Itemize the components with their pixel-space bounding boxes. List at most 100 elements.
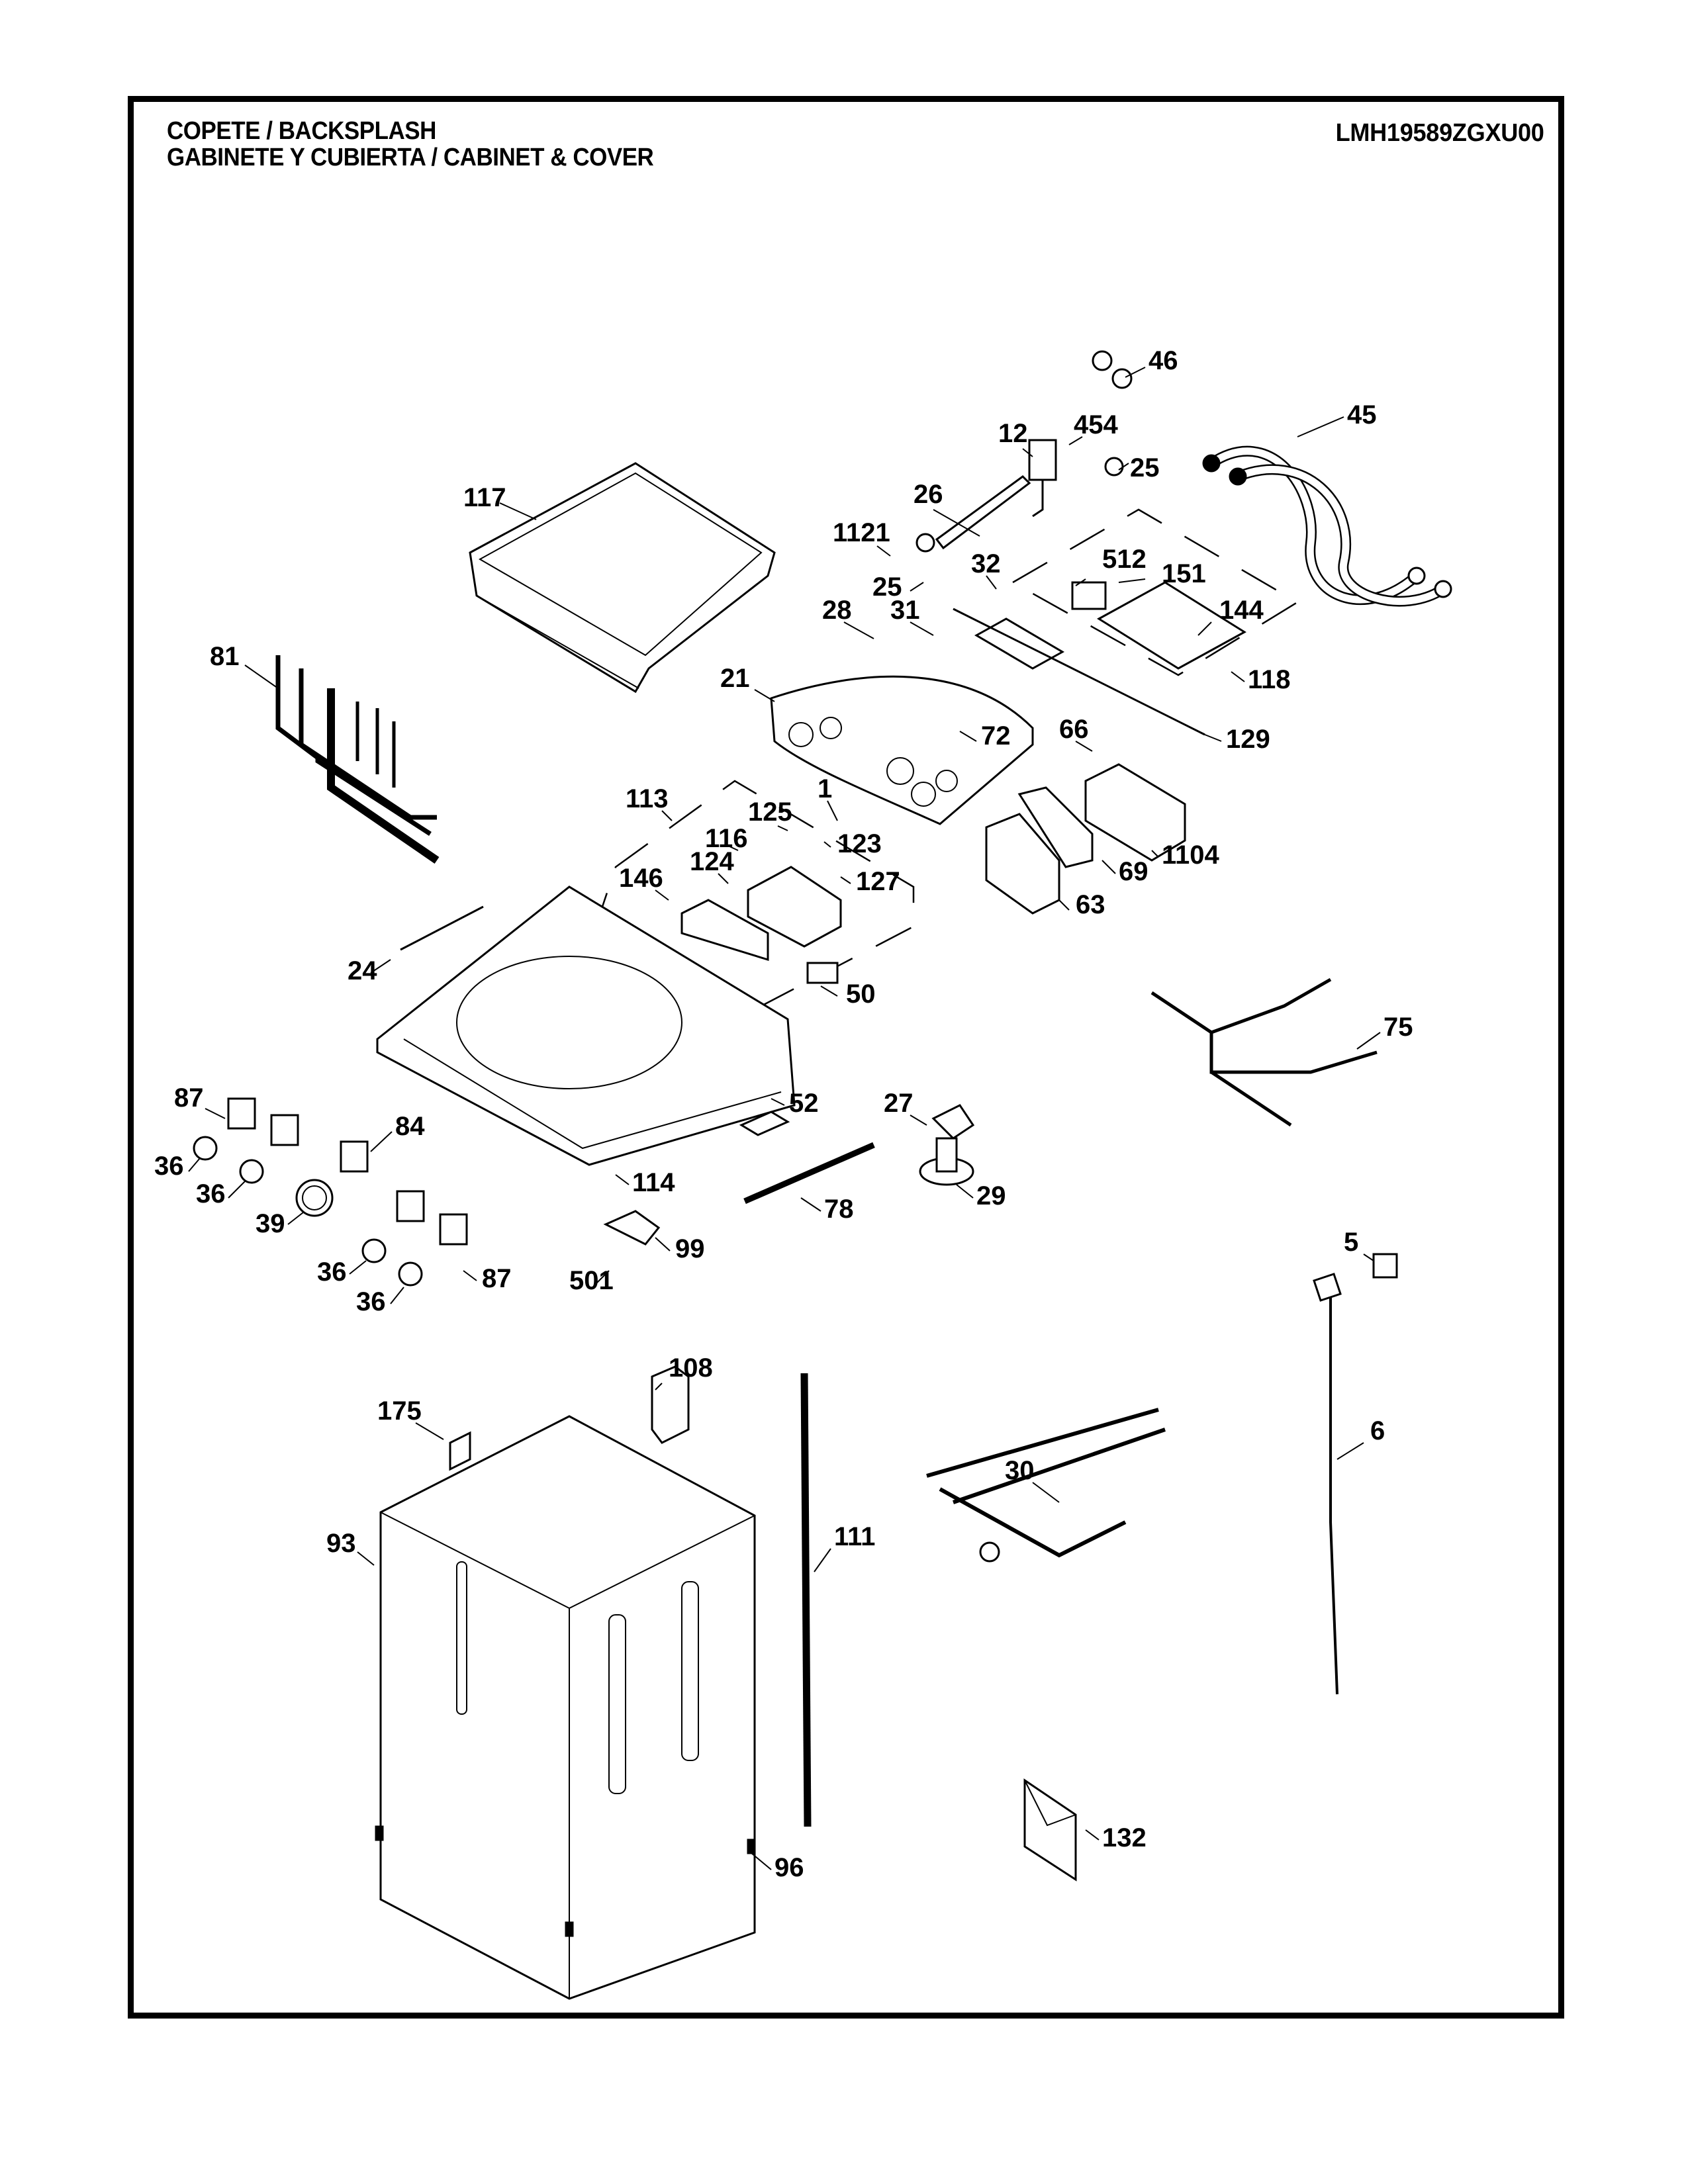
part-harness-30[interactable] xyxy=(926,1408,1166,1563)
callout-32[interactable]: 32 xyxy=(971,549,1001,590)
callout-132[interactable]: 132 xyxy=(1085,1823,1147,1852)
callout-52[interactable]: 52 xyxy=(771,1089,819,1118)
part-harness-75[interactable] xyxy=(1150,978,1378,1127)
callout-108[interactable]: 108 xyxy=(655,1353,713,1390)
callout-78[interactable]: 78 xyxy=(800,1195,854,1224)
part-clamps-46[interactable] xyxy=(1092,350,1133,389)
callout-151[interactable]: 151 xyxy=(1118,559,1206,588)
part-pressure-switch-27[interactable] xyxy=(931,1104,975,1140)
callout-leader-line xyxy=(1204,734,1222,742)
part-power-cord-6[interactable] xyxy=(1313,1273,1342,1695)
callout-50[interactable]: 50 xyxy=(820,979,876,1009)
part-rod-78[interactable] xyxy=(743,1142,875,1205)
callout-1[interactable]: 1 xyxy=(818,774,838,821)
part-backsplash-21[interactable] xyxy=(770,675,1034,825)
part-inlet-hoses-45[interactable] xyxy=(1202,445,1452,607)
callout-125[interactable]: 125 xyxy=(748,797,792,831)
callout-1104[interactable]: 1104 xyxy=(1151,841,1220,870)
callout-36[interactable]: 36 xyxy=(356,1287,404,1316)
callout-66[interactable]: 66 xyxy=(1059,715,1093,752)
part-drain-pump-108[interactable] xyxy=(651,1365,690,1444)
callout-144[interactable]: 144 xyxy=(1197,596,1264,636)
callout-36[interactable]: 36 xyxy=(154,1152,201,1181)
callout-75[interactable]: 75 xyxy=(1356,1013,1413,1050)
callout-21[interactable]: 21 xyxy=(720,664,775,702)
part-lock-99[interactable] xyxy=(603,1210,661,1246)
callout-69[interactable]: 69 xyxy=(1102,857,1149,886)
part-wire-harness-81[interactable] xyxy=(275,655,440,864)
callout-25[interactable]: 25 xyxy=(1118,453,1160,482)
callout-leader-line xyxy=(499,502,537,520)
part-water-valve-12[interactable] xyxy=(1028,439,1057,518)
callout-175[interactable]: 175 xyxy=(377,1396,444,1440)
callout-26[interactable]: 26 xyxy=(914,480,980,537)
part-hose-26[interactable] xyxy=(935,475,1031,550)
callout-45[interactable]: 45 xyxy=(1297,400,1377,437)
callout-116[interactable]: 116 xyxy=(705,824,748,853)
part-knobs-36[interactable] xyxy=(193,1136,423,1287)
callout-5[interactable]: 5 xyxy=(1344,1228,1374,1261)
part-plug-5[interactable] xyxy=(1372,1253,1398,1279)
callout-63[interactable]: 63 xyxy=(1058,890,1105,919)
part-hose-111[interactable] xyxy=(800,1373,812,1827)
part-knob-39[interactable] xyxy=(295,1179,334,1217)
callout-84[interactable]: 84 xyxy=(370,1112,425,1152)
part-bracket-52[interactable] xyxy=(739,1111,790,1136)
callout-96[interactable]: 96 xyxy=(751,1852,804,1882)
part-lid-117[interactable] xyxy=(469,462,776,694)
callout-31[interactable]: 31 xyxy=(890,596,934,636)
callout-118[interactable]: 118 xyxy=(1231,665,1291,694)
callout-leader-line xyxy=(390,1287,404,1304)
callout-124[interactable]: 124 xyxy=(690,847,734,884)
callout-12[interactable]: 12 xyxy=(998,419,1033,457)
callout-512[interactable]: 512 xyxy=(1075,545,1147,586)
callout-87[interactable]: 87 xyxy=(174,1083,226,1119)
model-number: LMH19589ZGXU00 xyxy=(1335,119,1544,147)
part-top-cover-114[interactable] xyxy=(376,886,796,1166)
callout-28[interactable]: 28 xyxy=(822,596,874,639)
part-control-assembly-118[interactable] xyxy=(1011,508,1299,676)
part-rod-129[interactable] xyxy=(953,608,1205,736)
callout-27[interactable]: 27 xyxy=(884,1089,927,1126)
callout-87[interactable]: 87 xyxy=(463,1264,512,1293)
callout-454[interactable]: 454 xyxy=(1068,410,1118,445)
callout-129[interactable]: 129 xyxy=(1204,725,1270,754)
callout-number: 117 xyxy=(463,483,506,512)
callout-501[interactable]: 501 xyxy=(569,1266,614,1295)
callout-30[interactable]: 30 xyxy=(1005,1456,1060,1503)
callout-1121[interactable]: 1121 xyxy=(833,518,891,557)
callout-72[interactable]: 72 xyxy=(959,721,1011,751)
part-cabinet-93[interactable] xyxy=(379,1415,756,2000)
callout-123[interactable]: 123 xyxy=(823,829,882,858)
part-hose-29[interactable] xyxy=(919,1137,974,1186)
callout-36[interactable]: 36 xyxy=(196,1179,246,1208)
callout-29[interactable]: 29 xyxy=(956,1181,1006,1210)
callout-leader-line xyxy=(814,1548,831,1572)
callout-99[interactable]: 99 xyxy=(655,1234,705,1263)
part-manual-132[interactable] xyxy=(1023,1778,1077,1882)
callout-25[interactable]: 25 xyxy=(872,572,924,602)
part-pcb-bracket-66[interactable] xyxy=(1084,763,1186,862)
callout-24[interactable]: 24 xyxy=(348,956,391,985)
callout-leader-line xyxy=(615,1174,630,1185)
part-dispenser-assembly-113[interactable] xyxy=(601,780,915,1007)
callout-81[interactable]: 81 xyxy=(210,642,279,689)
callout-113[interactable]: 113 xyxy=(626,784,673,821)
callout-114[interactable]: 114 xyxy=(615,1168,675,1197)
part-sensor-24[interactable] xyxy=(400,905,484,951)
part-switches-87-84[interactable] xyxy=(227,1097,468,1246)
part-pcb-63[interactable] xyxy=(985,786,1094,915)
callout-39[interactable]: 39 xyxy=(256,1209,304,1238)
callout-146[interactable]: 146 xyxy=(619,864,669,901)
callout-127[interactable]: 127 xyxy=(840,867,900,896)
part-label-175[interactable] xyxy=(449,1431,471,1471)
callout-36[interactable]: 36 xyxy=(317,1257,367,1287)
callout-6[interactable]: 6 xyxy=(1336,1416,1385,1460)
callout-111[interactable]: 111 xyxy=(814,1522,875,1572)
callout-leader-line xyxy=(777,825,788,831)
callout-93[interactable]: 93 xyxy=(326,1529,375,1566)
callout-leader-line xyxy=(370,959,391,974)
callout-46[interactable]: 46 xyxy=(1125,346,1178,378)
part-lid-switch-50[interactable] xyxy=(806,962,839,984)
callout-117[interactable]: 117 xyxy=(463,483,537,520)
